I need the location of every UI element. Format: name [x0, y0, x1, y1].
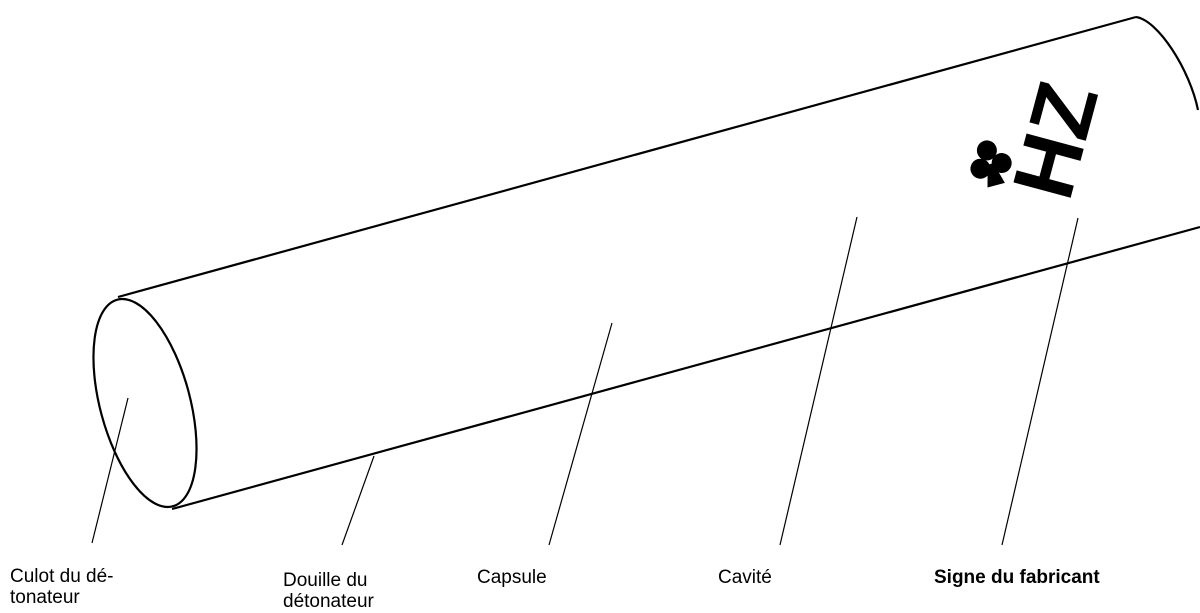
maker-mark: HZ	[995, 73, 1117, 209]
club-icon	[970, 140, 1012, 188]
maker-mark-letters: HZ	[995, 73, 1117, 209]
label-signe: Signe du fabricant	[934, 567, 1100, 588]
cylinder-bottom-edge	[171, 225, 1200, 511]
label-douille-line1: Douille du	[283, 570, 368, 591]
leader-line-cavite	[779, 216, 858, 546]
leader-line-douille	[341, 455, 375, 546]
label-capsule: Capsule	[477, 567, 547, 588]
label-culot-line2: tonateur	[10, 587, 80, 608]
cylinder-far-end	[1135, 15, 1200, 111]
leader-line-capsule	[548, 322, 613, 546]
label-capsule-text: Capsule	[477, 567, 547, 588]
label-culot: Culot du dé- tonateur	[10, 566, 114, 608]
label-cavite-text: Cavité	[718, 567, 772, 588]
cylinder-top-edge	[117, 15, 1137, 299]
leader-line-culot	[91, 397, 129, 544]
leader-lines	[91, 216, 1079, 546]
label-douille-line2: détonateur	[283, 591, 374, 612]
label-culot-line1: Culot du dé-	[10, 566, 114, 587]
leader-line-signe	[1001, 217, 1079, 546]
detonator-cylinder	[92, 15, 1200, 511]
cylinder-base-ellipse	[92, 297, 198, 509]
label-cavite: Cavité	[718, 567, 772, 588]
label-douille: Douille du détonateur	[283, 570, 374, 612]
label-signe-text: Signe du fabricant	[934, 567, 1100, 588]
